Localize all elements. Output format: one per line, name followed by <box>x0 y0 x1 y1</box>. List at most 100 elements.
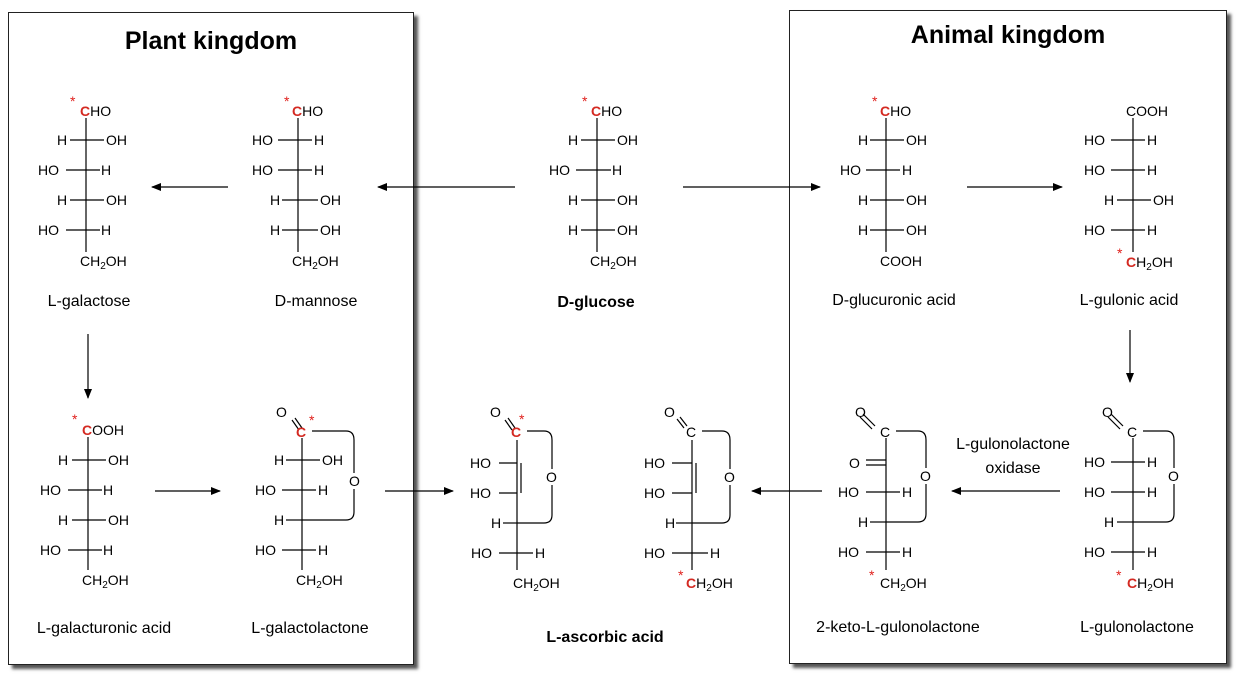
svg-text:O: O <box>1168 468 1179 484</box>
enzyme-name-line1: L-gulonolactone <box>956 436 1070 453</box>
2-keto-l-gulonolactone-structure <box>859 413 927 570</box>
svg-text:H: H <box>858 222 868 238</box>
svg-text:CH2OH: CH2OH <box>590 253 637 272</box>
svg-text:HO: HO <box>1084 454 1105 470</box>
svg-text:H: H <box>902 162 912 178</box>
svg-text:O: O <box>276 404 287 420</box>
svg-text:H: H <box>318 482 328 498</box>
svg-text:H: H <box>58 512 68 528</box>
svg-text:H: H <box>568 132 578 148</box>
enzyme-label: L-gulonolactone oxidase <box>940 433 1086 481</box>
svg-text:OH: OH <box>617 192 638 208</box>
svg-text:H: H <box>535 545 545 561</box>
animal-kingdom-panel: Animal kingdom <box>789 10 1227 664</box>
svg-text:O: O <box>855 404 866 420</box>
svg-text:OH: OH <box>320 192 341 208</box>
svg-text:*: * <box>70 93 76 109</box>
svg-text:OH: OH <box>106 192 127 208</box>
svg-text:OH: OH <box>1153 192 1174 208</box>
svg-text:CH2OH: CH2OH <box>880 575 927 594</box>
svg-text:*: * <box>678 567 684 583</box>
svg-text:HO: HO <box>549 162 570 178</box>
svg-text:HO: HO <box>38 222 59 238</box>
svg-text:CH2OH: CH2OH <box>82 572 129 591</box>
svg-text:H: H <box>858 192 868 208</box>
svg-text:HO: HO <box>40 542 61 558</box>
enzyme-name-line2: oxidase <box>985 460 1041 477</box>
label-d-mannose: D-mannose <box>274 293 358 310</box>
svg-text:CHO: CHO <box>292 103 323 119</box>
svg-text:HO: HO <box>470 455 491 471</box>
label-l-galactolactone: L-galactolactone <box>251 620 369 637</box>
svg-text:C: C <box>880 424 890 440</box>
svg-text:OH: OH <box>322 452 343 468</box>
d-mannose-structure <box>278 118 318 252</box>
svg-text:O: O <box>546 469 557 485</box>
svg-text:H: H <box>103 542 113 558</box>
svg-text:*: * <box>309 412 315 428</box>
svg-text:H: H <box>612 162 622 178</box>
label-d-glucuronic-acid: D-glucuronic acid <box>832 292 956 309</box>
svg-text:HO: HO <box>255 542 276 558</box>
svg-text:HO: HO <box>644 455 665 471</box>
svg-text:*: * <box>869 567 875 583</box>
svg-text:O: O <box>920 468 931 484</box>
label-2-keto-l-gulonolactone: 2-keto-L-gulonolactone <box>816 619 980 636</box>
svg-text:H: H <box>57 132 67 148</box>
svg-text:CH2OH: CH2OH <box>292 253 339 272</box>
svg-text:COOH: COOH <box>82 422 124 438</box>
svg-text:*: * <box>872 93 878 109</box>
svg-text:HO: HO <box>1084 222 1105 238</box>
svg-text:OH: OH <box>906 192 927 208</box>
svg-text:HO: HO <box>1084 544 1105 560</box>
svg-text:H: H <box>270 192 280 208</box>
svg-text:H: H <box>1147 222 1157 238</box>
svg-text:H: H <box>568 192 578 208</box>
svg-text:HO: HO <box>1084 132 1105 148</box>
svg-text:H: H <box>101 162 111 178</box>
l-ascorbic-acid-structure-a <box>499 417 553 570</box>
svg-text:H: H <box>710 545 720 561</box>
svg-text:*: * <box>582 93 588 109</box>
label-d-glucose: D-glucose <box>557 294 635 311</box>
svg-text:*: * <box>284 93 290 109</box>
svg-text:*: * <box>1117 245 1123 261</box>
svg-text:HO: HO <box>1084 162 1105 178</box>
svg-text:H: H <box>101 222 111 238</box>
svg-text:H: H <box>902 484 912 500</box>
svg-text:H: H <box>57 192 67 208</box>
svg-text:HO: HO <box>40 482 61 498</box>
svg-text:*: * <box>519 411 525 427</box>
svg-text:C: C <box>296 424 306 440</box>
svg-text:OH: OH <box>320 222 341 238</box>
svg-text:H: H <box>318 542 328 558</box>
svg-text:HO: HO <box>252 162 273 178</box>
svg-text:CHO: CHO <box>591 103 622 119</box>
svg-text:COOH: COOH <box>880 253 922 269</box>
svg-text:OH: OH <box>108 512 129 528</box>
svg-text:H: H <box>902 544 912 560</box>
svg-text:O: O <box>349 473 360 489</box>
l-galactose-structure <box>66 118 104 252</box>
svg-text:O: O <box>1102 404 1113 420</box>
svg-text:OH: OH <box>906 132 927 148</box>
svg-text:CH2OH: CH2OH <box>686 575 733 594</box>
label-l-gulonic-acid: L-gulonic acid <box>1079 292 1179 309</box>
svg-text:H: H <box>1147 484 1157 500</box>
svg-text:H: H <box>491 515 501 531</box>
svg-text:CH2OH: CH2OH <box>80 253 127 272</box>
label-l-galacturonic-acid: L-galacturonic acid <box>36 620 172 637</box>
svg-text:H: H <box>1147 454 1157 470</box>
svg-text:H: H <box>1104 192 1114 208</box>
svg-text:HO: HO <box>252 132 273 148</box>
svg-text:OH: OH <box>617 222 638 238</box>
svg-text:HO: HO <box>840 162 861 178</box>
svg-text:CH2OH: CH2OH <box>296 572 343 591</box>
